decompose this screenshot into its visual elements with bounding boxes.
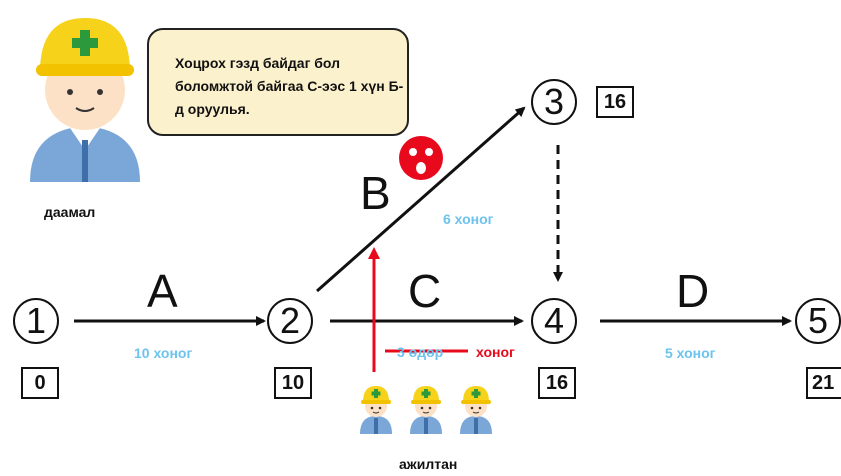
time-box-3: 16	[596, 86, 634, 118]
duration-B: 6 хоног	[443, 211, 494, 227]
duration-C-new: хоног	[476, 344, 515, 360]
activity-D-label: D	[676, 265, 710, 317]
shock-icon	[399, 136, 443, 180]
time-box-1: 0	[21, 367, 59, 399]
time-box-5: 21	[806, 367, 841, 399]
worker-icon	[459, 385, 493, 435]
worker-icon	[359, 385, 393, 435]
node-4: 4	[531, 298, 577, 344]
speech-bubble: Хоцрох гэзд байдаг бол боломжтой байгаа …	[147, 28, 409, 136]
node-2: 2	[267, 298, 313, 344]
duration-A: 10 хоног	[134, 345, 193, 361]
speech-text: Хоцрох гэзд байдаг бол боломжтой байгаа …	[175, 55, 404, 117]
activity-A-label: A	[147, 265, 178, 317]
node-5: 5	[795, 298, 841, 344]
arrow-B	[316, 106, 526, 293]
activity-B-label: B	[360, 167, 391, 219]
time-box-4: 16	[538, 367, 576, 399]
worker-icon	[409, 385, 443, 435]
duration-C-old: 3 өдөр	[397, 344, 444, 360]
supervisor-label: даамал	[44, 204, 96, 220]
activity-C-label: C	[408, 265, 442, 317]
workers-label: ажилтан	[399, 456, 458, 472]
duration-D: 5 хоног	[665, 345, 716, 361]
time-box-2: 10	[274, 367, 312, 399]
node-1: 1	[13, 298, 59, 344]
supervisor-figure	[30, 18, 140, 182]
node-3: 3	[531, 79, 577, 125]
